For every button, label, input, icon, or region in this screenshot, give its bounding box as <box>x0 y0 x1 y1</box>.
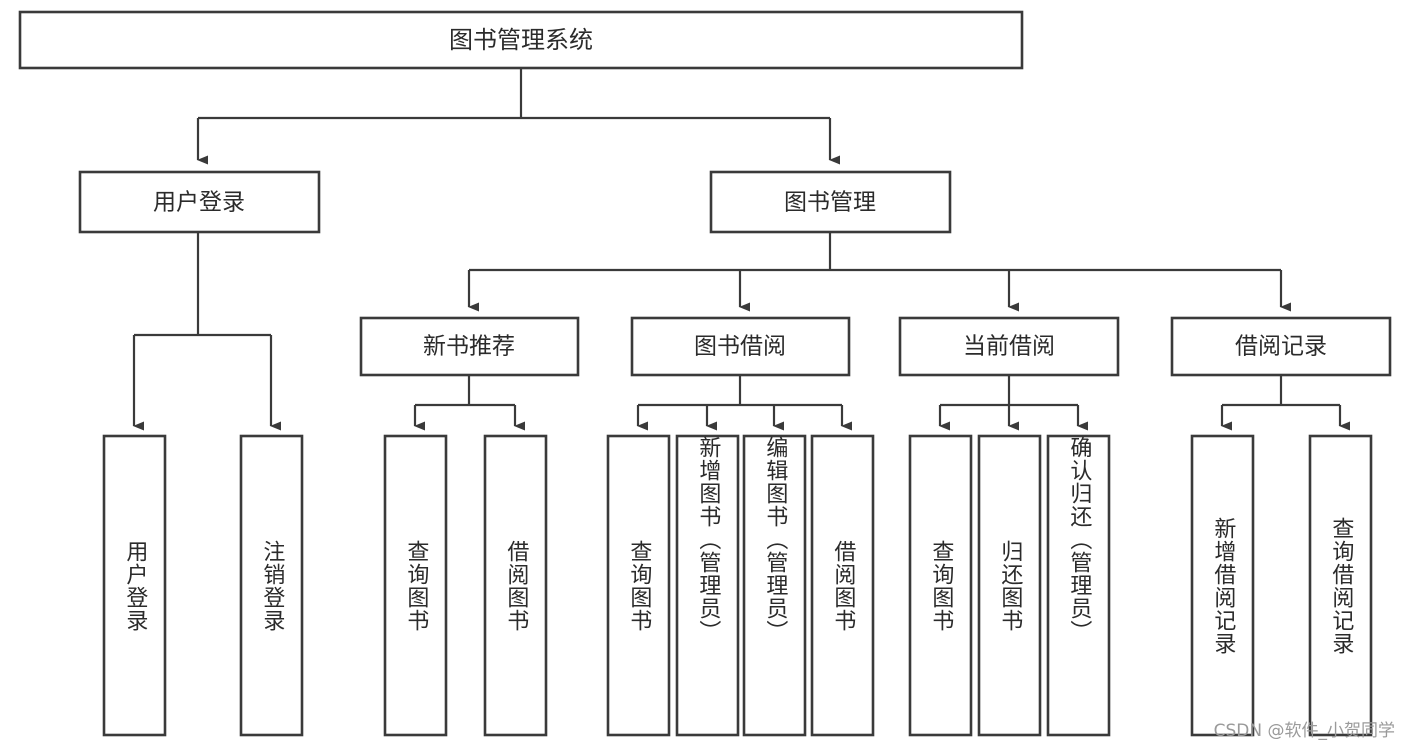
leaf-query-record-box[interactable] <box>1308 434 1373 737</box>
node-current-borrow-box[interactable] <box>898 316 1120 377</box>
edge-group-root-to-level2 <box>196 68 840 165</box>
node-borrow-record-box[interactable] <box>1170 316 1392 377</box>
node-book-borrow-box[interactable] <box>630 316 851 377</box>
edge-group-book-borrow-to-leaves <box>636 375 852 431</box>
leaf-borrow-book-1-box[interactable] <box>483 434 548 737</box>
leaf-user-logout-box[interactable] <box>239 434 304 737</box>
node-user-login-box[interactable] <box>78 170 321 234</box>
edge-group-current-borrow-to-leaves <box>938 375 1088 431</box>
node-book-manage-box[interactable] <box>709 170 952 234</box>
leaf-borrow-book-2-box[interactable] <box>810 434 875 737</box>
node-user-login[interactable]: 用户登录 <box>78 170 321 234</box>
node-root-box[interactable] <box>18 10 1024 70</box>
node-current-borrow[interactable]: 当前借阅 <box>898 316 1120 377</box>
node-root[interactable]: 图书管理系统 <box>18 10 1024 70</box>
leaf-confirm-return-box[interactable] <box>1046 434 1111 737</box>
node-user-login-label: 用户登录 <box>153 190 245 216</box>
node-root-label: 图书管理系统 <box>449 26 593 54</box>
node-new-book-rec-box[interactable] <box>359 316 580 377</box>
node-current-borrow-label: 当前借阅 <box>963 334 1055 360</box>
node-new-book-rec-label: 新书推荐 <box>423 334 515 360</box>
node-borrow-record-label: 借阅记录 <box>1235 334 1327 360</box>
leaf-edit-book-box[interactable] <box>742 434 807 737</box>
node-book-manage-label: 图书管理 <box>784 190 876 216</box>
leaf-add-record-box[interactable] <box>1190 434 1255 737</box>
leaf-query-book-1-box[interactable] <box>383 434 448 737</box>
node-new-book-rec[interactable]: 新书推荐 <box>359 316 580 377</box>
leaf-boxes <box>102 434 1373 737</box>
leaf-return-book-box[interactable] <box>977 434 1042 737</box>
watermark: CSDN @软件_小贺同学 <box>1213 721 1395 741</box>
leaf-query-book-2-box[interactable] <box>606 434 671 737</box>
leaf-user-login-box[interactable] <box>102 434 167 737</box>
edge-group-book-manage-to-level3 <box>467 232 1291 312</box>
edge-group-user-login-to-leaves <box>132 232 281 431</box>
edge-group-new-book-rec-to-leaves <box>413 375 525 431</box>
leaf-add-book-box[interactable] <box>675 434 740 737</box>
node-book-borrow[interactable]: 图书借阅 <box>630 316 851 377</box>
node-book-borrow-label: 图书借阅 <box>694 334 786 360</box>
node-borrow-record[interactable]: 借阅记录 <box>1170 316 1392 377</box>
node-book-manage[interactable]: 图书管理 <box>709 170 952 234</box>
edge-group-borrow-record-to-leaves <box>1220 375 1350 431</box>
leaf-query-book-3-box[interactable] <box>908 434 973 737</box>
